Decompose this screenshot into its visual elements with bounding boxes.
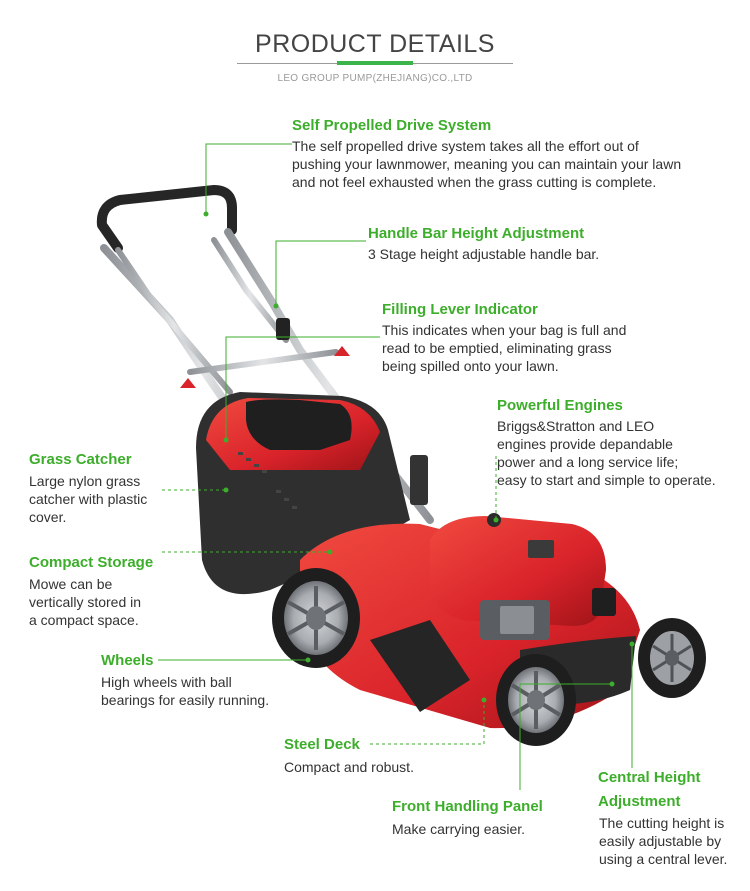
feature-title: Handle Bar Height Adjustment xyxy=(368,225,585,242)
feature-description: Briggs&Stratton and LEO engines provide … xyxy=(497,418,716,488)
catcher-handle-recess xyxy=(246,399,352,450)
feature-description: This indicates when your bag is full and… xyxy=(382,322,627,374)
feature-title: Central Height xyxy=(598,769,701,786)
discharge-chute xyxy=(370,620,470,712)
feature-title: Front Handling Panel xyxy=(392,798,543,815)
engine-cover xyxy=(430,516,606,626)
title-accent-bar xyxy=(337,61,413,65)
feature-title: Compact Storage xyxy=(29,554,154,571)
feature-description: High wheels with ball bearings for easil… xyxy=(101,674,270,708)
feature-title: Powerful Engines xyxy=(497,397,623,414)
feature-description: Make carrying easier. xyxy=(392,821,526,837)
company-name: LEO GROUP PUMP(ZHEJIANG)CO.,LTD xyxy=(277,73,473,84)
front-wheel-right xyxy=(638,618,706,698)
rear-wheel xyxy=(272,568,360,668)
engine-badge xyxy=(528,540,554,558)
feature-title: Grass Catcher xyxy=(29,451,132,468)
feature-title: Wheels xyxy=(101,652,154,669)
engine-cable-housing xyxy=(410,455,428,505)
feature-title: Filling Lever Indicator xyxy=(382,301,538,318)
feature-title: Self Propelled Drive System xyxy=(292,117,492,134)
feature-description: 3 Stage height adjustable handle bar. xyxy=(368,246,600,262)
feature-description: Large nylon grass catcher with plastic c… xyxy=(29,473,148,525)
feature-description: Compact and robust. xyxy=(284,759,414,775)
feature-title: Steel Deck xyxy=(284,736,360,753)
feature-description: Mowe can be vertically stored in a compa… xyxy=(29,576,142,628)
page-title: PRODUCT DETAILS xyxy=(255,30,495,58)
catcher-vents xyxy=(238,452,297,509)
front-wheel-left xyxy=(496,654,576,746)
handle-latch xyxy=(276,318,290,340)
feature-title-line2: Adjustment xyxy=(598,793,681,810)
handle-knob-left xyxy=(180,378,196,388)
fuel-cap xyxy=(487,513,501,527)
feature-description: The cutting height is easily adjustable … xyxy=(599,815,728,867)
air-filter xyxy=(592,588,616,616)
feature-description: The self propelled drive system takes al… xyxy=(292,138,682,190)
